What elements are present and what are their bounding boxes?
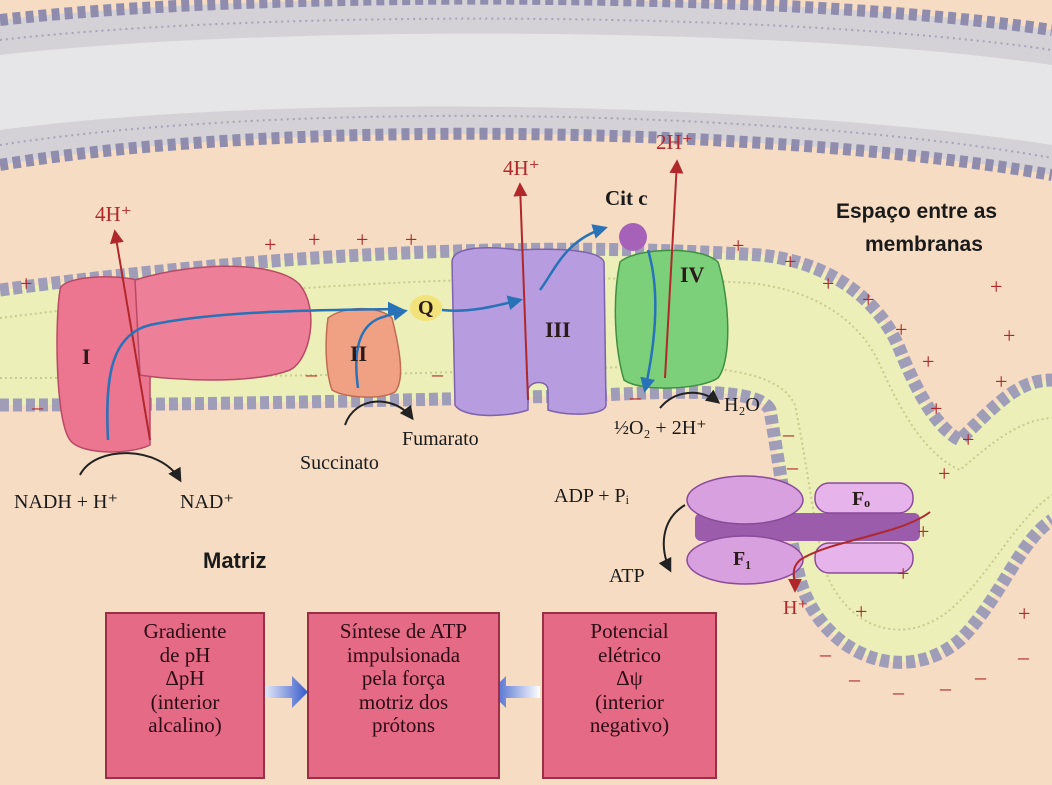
atp-label: ATP <box>609 565 645 587</box>
minus-charge: – <box>32 395 43 419</box>
plus-charge: + <box>784 250 796 274</box>
nadh-label: NADH + H⁺ <box>14 491 118 513</box>
box-line: impulsionada <box>309 644 498 668</box>
box-line: motriz dos <box>309 691 498 715</box>
f1-label: F₁ <box>733 548 751 570</box>
water-label: H₂O <box>724 394 760 416</box>
minus-charge: – <box>940 676 951 700</box>
box-line: Potencial <box>544 620 715 644</box>
box-line: pela força <box>309 667 498 691</box>
intermembrane-label-1: Espaço entre as <box>836 200 997 223</box>
minus-charge: – <box>787 455 798 479</box>
plus-charge: + <box>995 370 1007 394</box>
fo-label: Fₒ <box>852 488 870 510</box>
box-line: negativo) <box>544 714 715 738</box>
minus-charge: – <box>783 422 794 446</box>
plus-charge: + <box>264 233 276 257</box>
box-line: alcalino) <box>107 714 263 738</box>
plus-charge: + <box>895 318 907 342</box>
complex-3-label: III <box>545 318 571 342</box>
plus-charge: + <box>990 275 1002 299</box>
plus-charge: + <box>1003 324 1015 348</box>
complex-4-label: IV <box>680 263 704 287</box>
minus-charge: – <box>893 680 904 704</box>
box-line: ΔpH <box>107 667 263 691</box>
proton-label-complex3: 4H⁺ <box>503 157 540 180</box>
proton-label-complex4: 2H⁺ <box>656 131 693 154</box>
plus-charge: + <box>897 562 909 586</box>
minus-charge: – <box>1018 645 1029 669</box>
plus-charge: + <box>822 272 834 296</box>
plus-charge: + <box>308 228 320 252</box>
box-line: Síntese de ATP <box>309 620 498 644</box>
minus-charge: – <box>849 667 860 691</box>
box-line: elétrico <box>544 644 715 668</box>
box-line: (interior <box>544 691 715 715</box>
plus-charge: + <box>930 397 942 421</box>
complex-1-label: I <box>82 345 91 369</box>
plus-charge: + <box>862 288 874 312</box>
plus-charge: + <box>20 272 32 296</box>
minus-charge: – <box>630 385 641 409</box>
box-line: (interior <box>107 691 263 715</box>
box-ph-gradient: Gradiente de pH ΔpH (interior alcalino) <box>105 612 265 779</box>
minus-charge: – <box>975 665 986 689</box>
intermembrane-label-2: membranas <box>865 233 983 256</box>
proton-label-atp-synthase: H⁺ <box>783 597 808 619</box>
minus-charge: – <box>306 362 317 386</box>
matrix-label: Matriz <box>203 549 267 573</box>
plus-charge: + <box>356 228 368 252</box>
plus-charge: + <box>962 428 974 452</box>
minus-charge: – <box>820 642 831 666</box>
plus-charge: + <box>917 520 929 544</box>
adp-label: ADP + Pᵢ <box>554 485 629 507</box>
succinate-label: Succinato <box>300 452 379 474</box>
nad-label: NAD⁺ <box>180 491 234 513</box>
plus-charge: + <box>732 234 744 258</box>
box-line: Δψ <box>544 667 715 691</box>
minus-charge: – <box>432 362 443 386</box>
complex-2-label: II <box>350 342 367 366</box>
box-line: Gradiente <box>107 620 263 644</box>
proton-label-complex1: 4H⁺ <box>95 203 132 226</box>
box-line: prótons <box>309 714 498 738</box>
box-line: de pH <box>107 644 263 668</box>
box-atp-synthesis: Síntese de ATP impulsionada pela força m… <box>307 612 500 779</box>
ubiquinone-label: Q <box>418 297 434 319</box>
plus-charge: + <box>855 600 867 624</box>
plus-charge: + <box>405 228 417 252</box>
plus-charge: + <box>938 462 950 486</box>
plus-charge: + <box>1018 602 1030 626</box>
cytochrome-c-label: Cit c <box>605 187 648 210</box>
cytochrome-c <box>619 223 647 251</box>
plus-charge: + <box>922 350 934 374</box>
fumarate-label: Fumarato <box>402 428 479 450</box>
oxygen-label: ½O₂ + 2H⁺ <box>614 417 707 439</box>
box-electric-potential: Potencial elétrico Δψ (interior negativo… <box>542 612 717 779</box>
